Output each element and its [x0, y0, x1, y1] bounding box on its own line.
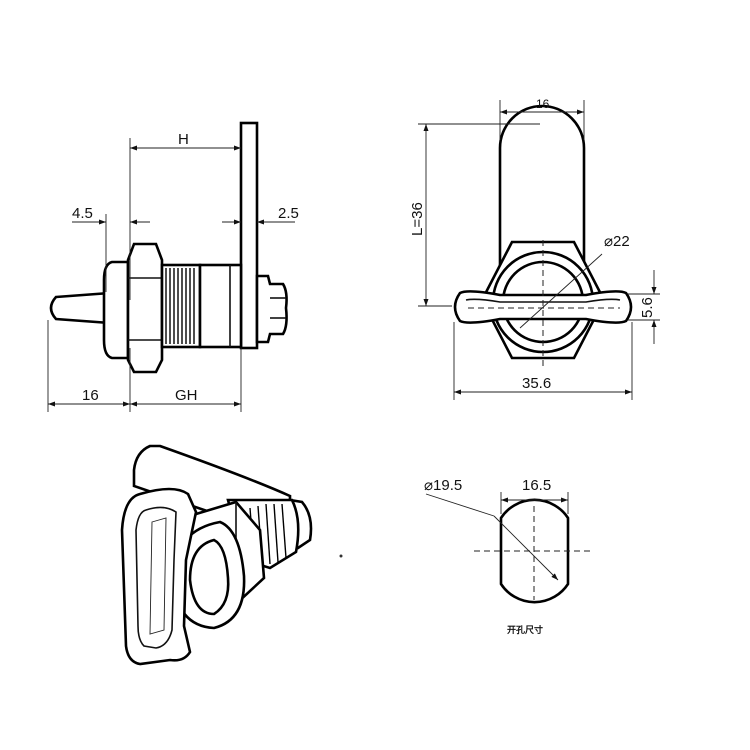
stray-dot [339, 554, 343, 558]
front-view: 16 L=36 ⌀22 5.6 35.6 [409, 97, 660, 400]
dim-h-label: H [178, 131, 189, 148]
front-bezel [102, 260, 130, 360]
side-view: H 4.5 2.5 16 GH [47, 121, 299, 412]
dim-length-label: L=36 [409, 202, 426, 236]
dim-width-top-label: 16 [536, 97, 550, 111]
hex-nut [126, 242, 164, 374]
cam-plate [239, 121, 259, 350]
body-sleeve [198, 263, 243, 349]
dim-16-label: 16 [82, 387, 99, 404]
dim-diameter-label: ⌀22 [604, 233, 630, 250]
dim-gh-label: GH [175, 387, 198, 404]
cutout-view: 16.5 ⌀19.5 开孔尺寸 [424, 477, 592, 636]
dim-4-5-label: 4.5 [72, 205, 93, 222]
dim-handle-width-label: 35.6 [522, 375, 551, 392]
key-tip [49, 291, 112, 325]
cutout-diameter-label: ⌀19.5 [424, 477, 462, 494]
thread-hatching [165, 268, 195, 344]
dim-handle-height-label: 5.6 [639, 297, 656, 318]
iso-handle [120, 487, 198, 666]
rear-screw [255, 274, 288, 344]
cutout-flat-label: 16.5 [522, 477, 551, 494]
isometric-view [120, 444, 313, 666]
cutout-caption: 开孔尺寸 [507, 624, 543, 636]
dim-2-5-label: 2.5 [278, 205, 299, 222]
